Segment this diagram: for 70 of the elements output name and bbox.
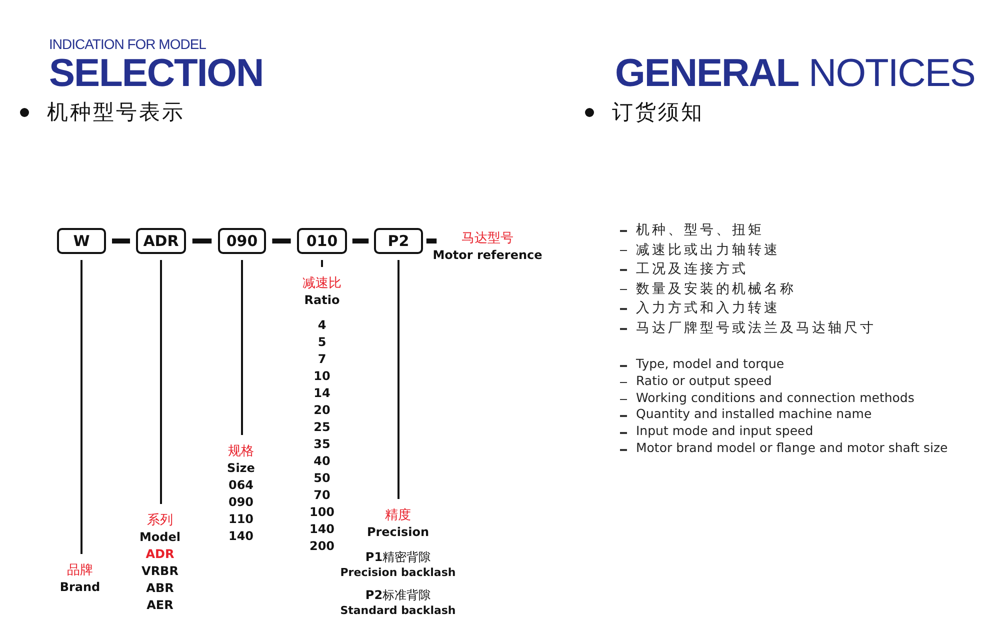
option-value: 10 [314,368,330,385]
list-item-text: 马达厂牌型号或法兰及马达轴尺寸 [636,319,876,337]
list-item-text: Type, model and torque [636,356,784,371]
heading-text: 精度 [385,507,411,524]
option-value: 064 [228,477,254,494]
list-item-text: 入力方式和入力转速 [636,299,780,318]
list-item-text: Working conditions and connection methods [636,390,914,405]
list-item-text: Quantity and installed machine name [636,406,872,422]
option-value: 140 [309,521,335,538]
option-value: 4 [318,317,326,334]
code-segment-box: ADR [136,228,186,254]
label-text: Ratio [304,292,340,309]
section-heading: 机种型号表示 [47,99,185,126]
label-text: Model [139,529,181,546]
heading-text: 品牌 [67,562,93,579]
connector-bar [112,238,130,244]
title-text: GENERAL NOTICES [615,52,975,96]
section-heading: 订货须知 [612,99,704,126]
leader-line [398,260,400,499]
option-code: P2标准背隙 [365,587,431,604]
option-value: 35 [314,436,330,453]
option-value: 70 [314,487,330,504]
connector-bar [426,238,437,244]
list-item-text: Input mode and input speed [636,423,814,438]
list-item-text: 工况及连接方式 [636,260,748,278]
option-value: 090 [228,494,254,511]
option-value: 110 [228,511,254,528]
option-value: ADR [146,546,174,563]
option-value: VRBR [142,563,178,580]
connector-bar [192,238,212,244]
option-value: AER [146,597,174,614]
label-text: Size [227,460,255,477]
option-value: 50 [314,470,330,487]
option-value: 200 [309,538,335,555]
connector-bar [352,238,369,244]
heading-text: 减速比 [302,275,342,292]
option-code: P1精密背隙 [365,549,431,566]
option-value: 7 [318,351,326,368]
list-item-text: 数量及安装的机械名称 [636,280,796,298]
list-item-text: 减速比或出力轴转速 [636,240,780,259]
list-item-text: Motor brand model or flange and motor shaft size [636,440,948,455]
leader-line [321,260,323,267]
heading-text: 规格 [228,443,254,460]
leader-line [241,260,243,435]
heading-text: 系列 [147,512,173,529]
code-segment-box: P2 [374,228,423,254]
heading-text: 马达型号 [462,230,514,247]
option-value: 14 [314,385,330,402]
title-text: SELECTION [49,52,264,96]
code-segment-box: 090 [218,228,266,254]
option-value: 5 [318,334,326,351]
list-item-text: Ratio or output speed [636,372,772,388]
code-segment-box: 010 [297,228,347,254]
option-value: 140 [228,528,254,545]
label-text: Brand [60,579,100,596]
leader-line [80,260,82,554]
connector-bar [272,238,291,244]
label-text: Precision [366,524,430,541]
option-value: 100 [309,504,335,521]
code-segment-box: W [57,228,106,254]
option-value: 40 [314,453,330,470]
option-value: ABR [146,580,174,597]
subtitle-text: INDICATION FOR MODEL [49,36,206,52]
option-text: Standard backlash [340,604,456,617]
option-text: Precision backlash [340,566,456,579]
option-value: 20 [314,402,330,419]
leader-line [160,260,162,504]
label-text: Motor reference [432,247,542,264]
list-item-text: 机种、型号、扭矩 [636,221,764,239]
option-value: 25 [314,419,330,436]
